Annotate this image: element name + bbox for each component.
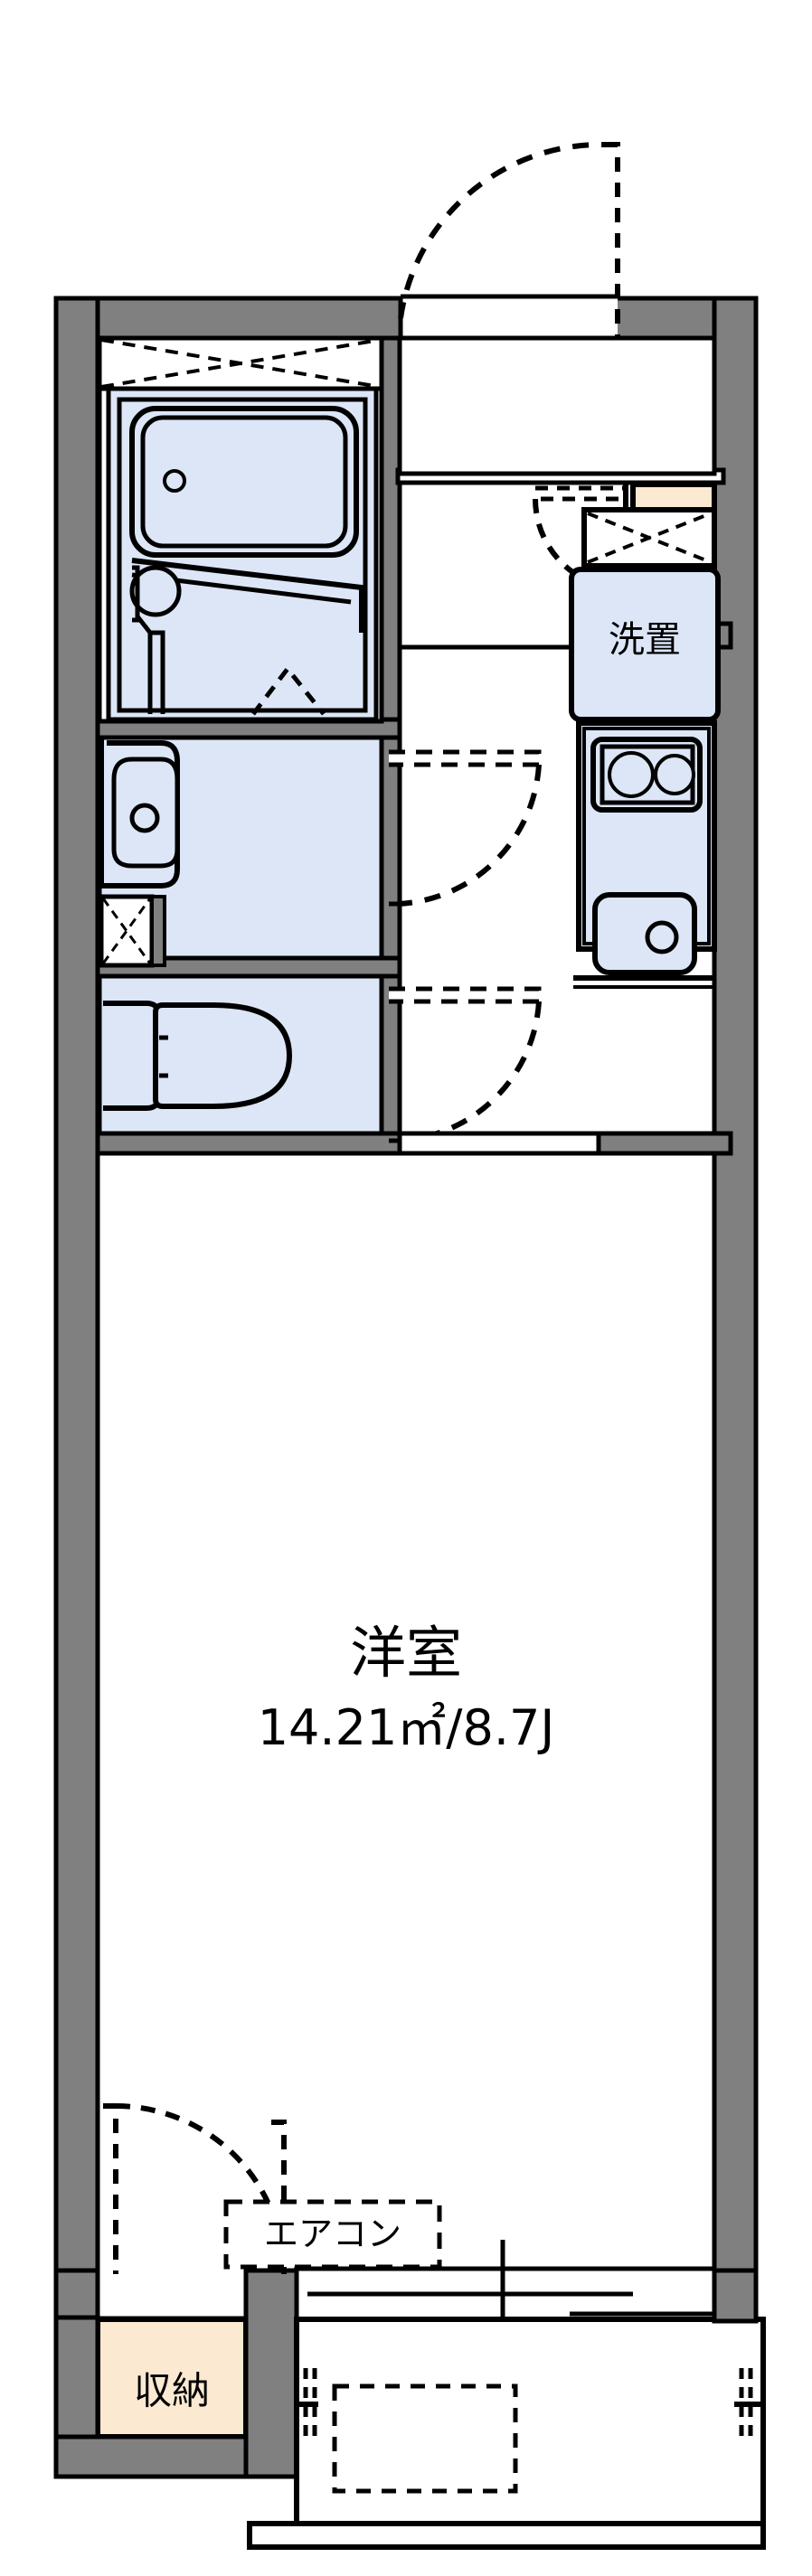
kitchen-sink-icon	[592, 892, 697, 975]
corridor-window[interactable]	[581, 507, 717, 569]
washbasin-drain-icon	[129, 803, 160, 833]
bath-window[interactable]	[97, 335, 384, 391]
kitchen-counter	[573, 720, 717, 989]
bathtub-drain-icon	[163, 469, 186, 493]
unit-bath	[97, 335, 384, 724]
main-room-name: 洋室	[350, 1620, 462, 1686]
washbasin	[99, 739, 180, 888]
aircon-tag: エアコン	[223, 2199, 442, 2270]
washroom	[97, 735, 384, 968]
main-room-area: 14.21㎡/8.7J	[258, 1699, 555, 1756]
aircon-label: エアコン	[264, 2214, 401, 2254]
bath-door	[251, 664, 326, 716]
balcony-rail-marks	[297, 2368, 763, 2440]
closet: 収納	[53, 2103, 299, 2479]
toilet-room	[97, 973, 384, 1136]
entrance-door-leaf	[605, 142, 620, 340]
balcony-drain	[332, 2383, 518, 2494]
wall-caps	[53, 2268, 759, 2324]
washroom-door[interactable]	[389, 749, 542, 907]
entrance-door-arc	[398, 141, 606, 319]
washroom-window[interactable]	[99, 894, 155, 968]
washing-machine-space: 洗置	[569, 567, 721, 722]
main-room: 洋室 14.21㎡/8.7J	[95, 1151, 717, 2280]
closet-label: 収納	[134, 2369, 210, 2413]
toilet	[103, 1001, 293, 1111]
balcony	[247, 2240, 766, 2550]
bathtub	[129, 406, 359, 558]
laundry-label: 洗置	[609, 619, 681, 661]
gas-stove-icon	[590, 737, 703, 813]
shower-faucet-icon	[129, 565, 182, 714]
